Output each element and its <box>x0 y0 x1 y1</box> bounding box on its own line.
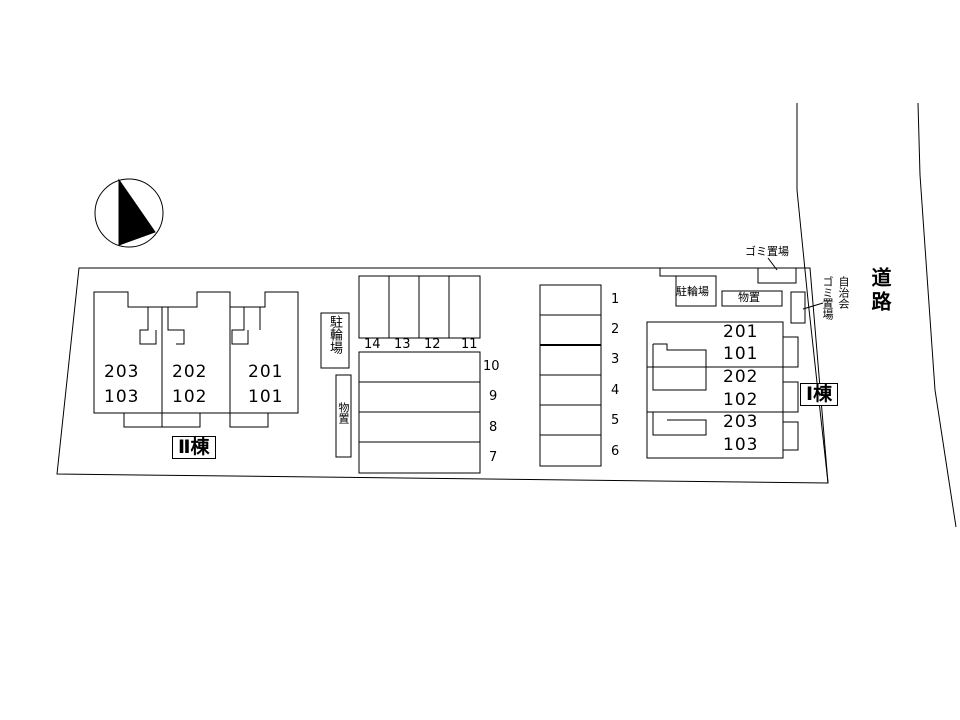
bldg2-unit-upper: 201 <box>248 362 284 382</box>
bike-right-label: 駐輪場 <box>676 285 709 298</box>
bldg1-unit-lower: 103 <box>723 435 759 455</box>
bike-parking-left <box>320 312 350 369</box>
garbage-top <box>757 267 797 284</box>
bldg1-unit-upper: 203 <box>723 412 759 432</box>
bldg1-unit-upper: 201 <box>723 322 759 342</box>
building-1-label: Ⅰ棟 <box>800 383 839 406</box>
parking-number: 4 <box>611 383 620 398</box>
bldg2-unit-lower: 101 <box>248 387 284 407</box>
bike-left-label: 駐輪場 <box>327 315 342 354</box>
storage-right-label: 物置 <box>738 291 760 304</box>
building-1-outline <box>646 321 799 459</box>
parking-number: 13 <box>394 337 411 352</box>
parking-number: 6 <box>611 444 620 459</box>
parking-number: 10 <box>483 359 500 374</box>
garbage-side <box>790 291 806 324</box>
parking-number: 8 <box>489 420 498 435</box>
parking-number: 12 <box>424 337 441 352</box>
bldg2-unit-lower: 102 <box>172 387 208 407</box>
parking-number: 1 <box>611 292 620 307</box>
parking-number: 11 <box>461 337 478 352</box>
road-edge-left <box>796 103 829 484</box>
parking-middle-horizontal <box>358 351 481 474</box>
road-label: 道路 <box>868 267 892 315</box>
parking-number: 2 <box>611 322 620 337</box>
storage-right <box>721 290 783 307</box>
parking-number: 3 <box>611 352 620 367</box>
road-edge-right <box>917 102 957 528</box>
parking-number: 7 <box>489 450 498 465</box>
building-2-outline <box>93 291 299 428</box>
bldg1-unit-lower: 102 <box>723 390 759 410</box>
parking-right <box>539 284 602 467</box>
bldg1-unit-lower: 101 <box>723 344 759 364</box>
association-label: 自治会 <box>837 276 850 309</box>
parking-number: 5 <box>611 413 620 428</box>
storage-left <box>335 374 352 458</box>
bldg2-unit-lower: 103 <box>104 387 140 407</box>
parking-middle-vertical <box>358 275 481 339</box>
bldg1-unit-upper: 202 <box>723 367 759 387</box>
bldg2-unit-upper: 203 <box>104 362 140 382</box>
storage-left-label: 物置 <box>337 402 350 424</box>
bike-parking-right <box>675 275 717 307</box>
garbage-side-label: ゴミ置場 <box>821 276 834 320</box>
parking-number: 14 <box>364 337 381 352</box>
building-2-label: Ⅱ棟 <box>172 436 216 459</box>
north-arrow-icon <box>94 178 164 248</box>
garbage-top-label: ゴミ置場 <box>745 245 789 258</box>
parking-number: 9 <box>489 389 498 404</box>
bldg2-unit-upper: 202 <box>172 362 208 382</box>
